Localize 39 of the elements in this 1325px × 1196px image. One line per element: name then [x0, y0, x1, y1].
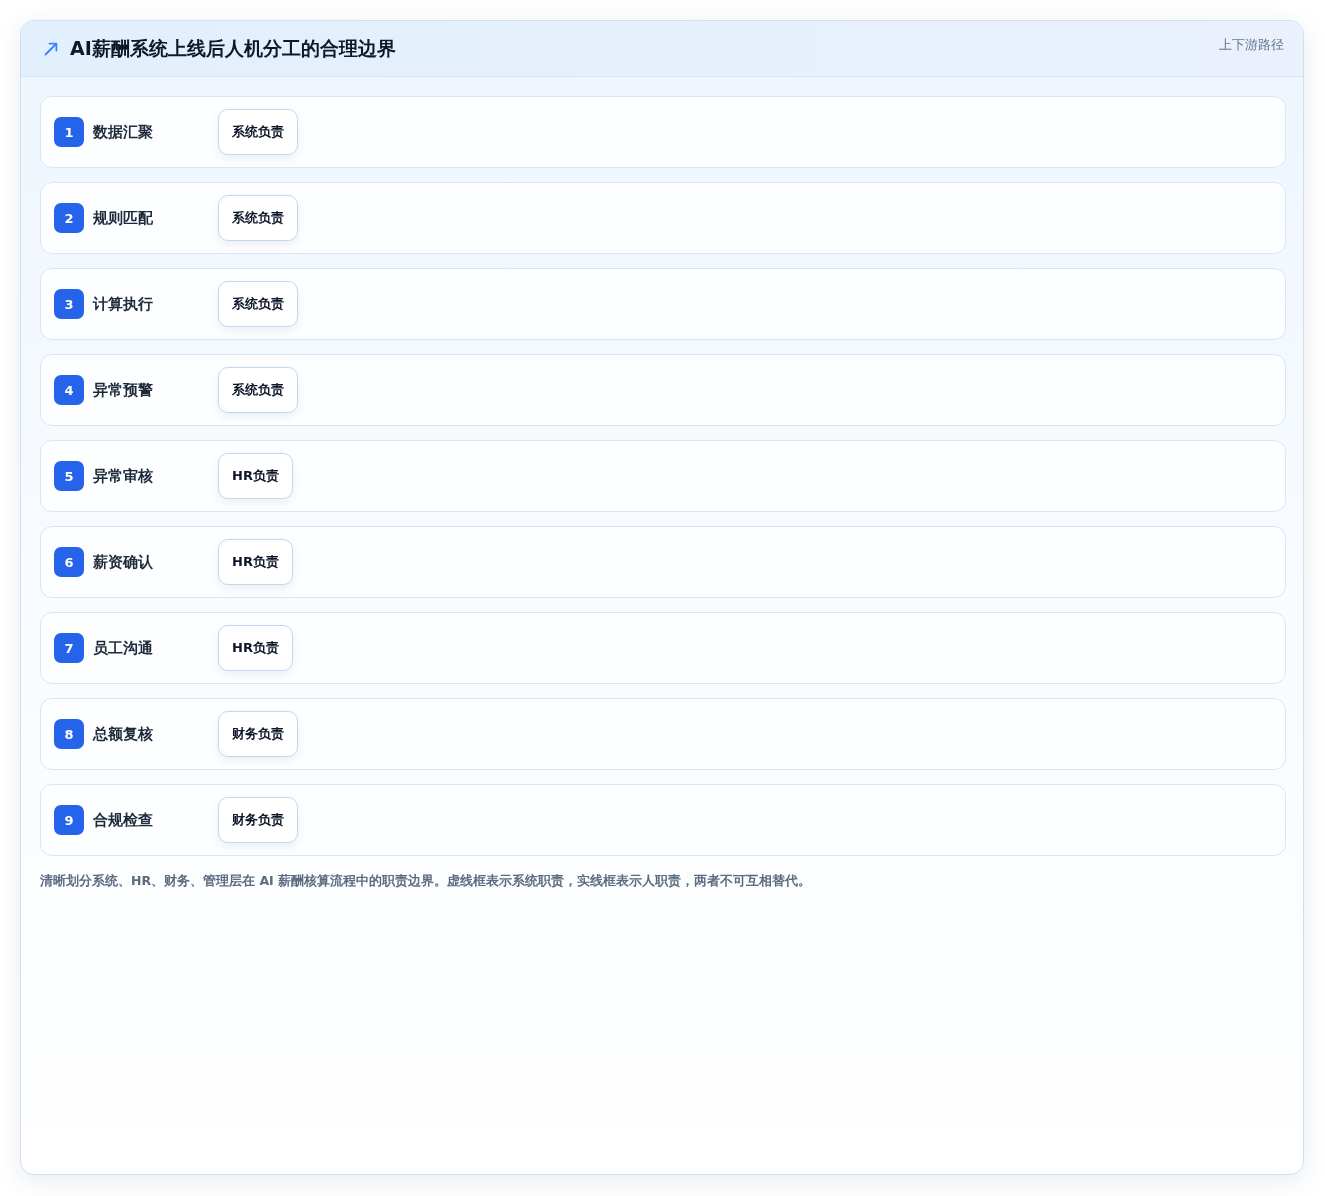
step-name: 计算执行	[93, 294, 153, 314]
role-tag: 系统负责	[218, 281, 298, 327]
step-row	[40, 354, 1286, 426]
step-row	[40, 526, 1286, 598]
step-number: 2	[54, 203, 84, 233]
step-row	[40, 182, 1286, 254]
step-number: 7	[54, 633, 84, 663]
step-row	[40, 96, 1286, 168]
step-number: 4	[54, 375, 84, 405]
step-row	[40, 268, 1286, 340]
step-row	[40, 440, 1286, 512]
header-note: 上下游路径	[1219, 36, 1284, 54]
step-number: 8	[54, 719, 84, 749]
step-name: 规则匹配	[93, 208, 153, 228]
step-row	[40, 612, 1286, 684]
role-tag: 财务负责	[218, 711, 298, 757]
diagram-title: AI薪酬系统上线后人机分工的合理边界	[70, 36, 396, 60]
role-tag: HR负责	[218, 453, 293, 499]
role-tag: 系统负责	[218, 367, 298, 413]
role-tag: HR负责	[218, 539, 293, 585]
step-name: 异常审核	[93, 466, 153, 486]
step-name: 数据汇聚	[93, 122, 153, 142]
caption-text: 清晰划分系统、HR、财务、管理层在 AI 薪酬核算流程中的职责边界。虚线框表示系统职责，实线框表示人职责，两者不可互相替代。	[40, 872, 812, 890]
step-row	[40, 698, 1286, 770]
step-row	[40, 784, 1286, 856]
step-number: 5	[54, 461, 84, 491]
step-name: 异常预警	[93, 380, 153, 400]
role-tag: HR负责	[218, 625, 293, 671]
step-name: 薪资确认	[93, 552, 153, 572]
role-tag: 系统负责	[218, 195, 298, 241]
step-name: 合规检查	[93, 810, 153, 830]
step-name: 总额复核	[93, 724, 153, 744]
step-number: 1	[54, 117, 84, 147]
step-number: 3	[54, 289, 84, 319]
role-tag: 财务负责	[218, 797, 298, 843]
step-number: 6	[54, 547, 84, 577]
role-tag: 系统负责	[218, 109, 298, 155]
step-number: 9	[54, 805, 84, 835]
step-name: 员工沟通	[93, 638, 153, 658]
